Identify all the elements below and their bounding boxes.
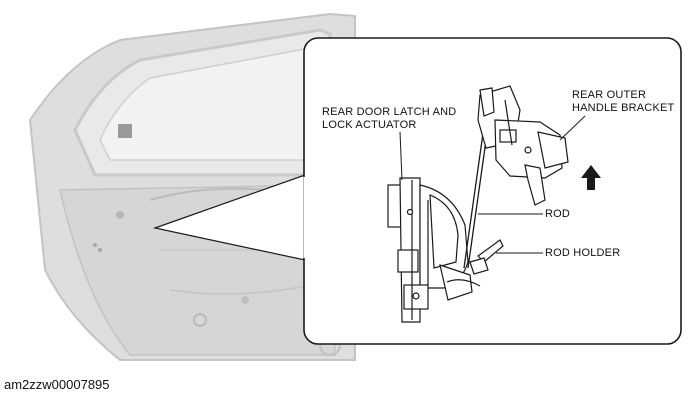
label-bracket-line1: REAR OUTER	[572, 89, 646, 102]
door-hole	[98, 248, 102, 252]
door-hole	[116, 211, 124, 219]
label-rod-holder: ROD HOLDER	[545, 247, 620, 260]
label-latch-line1: REAR DOOR LATCH AND	[322, 106, 456, 119]
label-latch-line2: LOCK ACTUATOR	[322, 119, 417, 132]
figure-id-caption: am2zzw00007895	[4, 377, 110, 392]
detail-callout-box	[304, 38, 681, 344]
door-hole	[241, 296, 249, 304]
label-bracket-line2: HANDLE BRACKET	[572, 102, 674, 115]
door-window-sticker	[118, 124, 132, 138]
label-rod: ROD	[545, 208, 570, 221]
door-hole	[93, 243, 97, 247]
